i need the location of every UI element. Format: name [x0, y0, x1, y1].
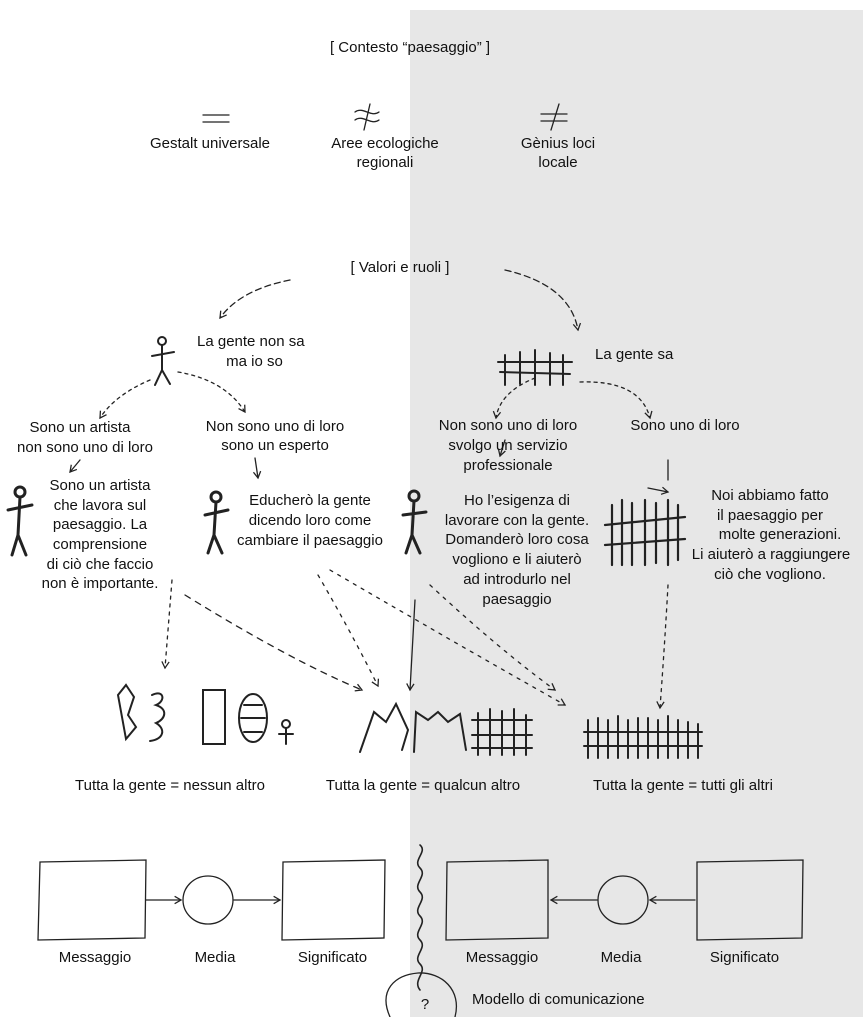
service-statement-4: vogliono e li aiuterò	[452, 551, 582, 568]
insider-statement-2: il paesaggio per	[717, 507, 823, 524]
left-meaning-box	[281, 859, 386, 941]
arrow-to-right-branch	[504, 269, 582, 332]
service-statement-3: Domanderò loro cosa	[445, 531, 589, 548]
role-service-heading-2: svolgo un servizio	[448, 437, 568, 454]
arrow-service-to-group3	[429, 584, 557, 691]
comm-right-message-label: Messaggio	[465, 949, 539, 966]
crowd-figure	[497, 349, 573, 386]
comm-left-meaning-label: Significato	[297, 949, 368, 966]
equals-symbol	[202, 114, 230, 123]
right-branch-label: La gente sa	[595, 346, 674, 363]
group-caption-tutti-gli-altri: Tutta la gente = tutti gli altri	[593, 777, 773, 794]
arrow-to-insider	[579, 381, 653, 420]
service-statement-2: lavorare con la gente.	[444, 512, 590, 529]
arrow-artist-to-group1	[161, 579, 173, 670]
role-expert-heading-1: Non sono uno di loro	[205, 418, 345, 435]
comm-right-meaning-label: Significato	[709, 949, 780, 966]
group-caption-nessun-altro: Tutta la gente = nessun altro	[75, 777, 265, 794]
context-universal-label: Gestalt universale	[149, 135, 271, 152]
group-caption-qualcun-altro: Tutta la gente = qualcun altro	[325, 777, 521, 794]
community-figures	[603, 498, 687, 567]
role-service-heading-1: Non sono uno di loro	[438, 417, 578, 434]
values-title: [ Valori e ruoli ]	[350, 259, 450, 276]
service-figure	[401, 489, 428, 555]
arrow-to-artist	[99, 379, 151, 420]
right-media-circle	[597, 875, 649, 925]
artist-statement-3: paesaggio. La	[52, 516, 148, 533]
group-nessun-altro	[116, 683, 294, 745]
expert-figure	[151, 336, 175, 386]
artist-statement-2: che lavora sul	[53, 497, 147, 514]
role-artist-heading-2: non sono uno di loro	[17, 439, 153, 456]
service-statement-5: ad introdurlo nel	[463, 571, 571, 588]
arrow-to-expert	[177, 371, 246, 414]
question-mark: ?	[420, 996, 430, 1013]
shaded-background	[410, 10, 863, 1017]
insider-statement-5: ciò che vogliono.	[714, 566, 826, 583]
insider-statement-4: Li aiuterò a raggiungere	[691, 546, 851, 563]
artist-statement-4: comprensione	[52, 536, 148, 553]
comm-left-message-label: Messaggio	[58, 949, 132, 966]
insider-statement-3: molte generazioni.	[718, 526, 842, 543]
insider-statement-1: Noi abbiamo fatto	[711, 487, 829, 504]
expert-statement-2: dicendo loro come	[248, 512, 372, 529]
artist-statement-5: di ciò che faccio	[46, 556, 154, 573]
service-statement-6: paesaggio	[482, 591, 552, 608]
communication-model-caption: Modello di comunicazione	[472, 991, 645, 1008]
comm-right-media-label: Media	[600, 949, 642, 966]
arrow-to-left-branch	[219, 279, 291, 320]
arrow-artist-to-group2	[184, 594, 364, 692]
left-branch-line2: ma io so	[226, 353, 283, 370]
role-artist-heading-1: Sono un artista	[29, 419, 131, 436]
arrow-to-service	[492, 377, 536, 420]
arrow-expert-to-group2	[317, 574, 380, 688]
artist-figure	[6, 485, 34, 557]
arrow-service-to-group2	[406, 599, 416, 692]
question-bubble	[385, 972, 458, 1017]
left-message-box	[37, 859, 147, 941]
arrow-expert-to-group3	[329, 569, 567, 706]
context-local-line1: Gènius loci	[520, 135, 596, 152]
context-local-line2: locale	[538, 154, 578, 171]
group-qualcun-altro	[359, 701, 533, 756]
expert-statement-3: cambiare il paesaggio	[237, 532, 383, 549]
role-expert-heading-2: sono un esperto	[221, 437, 329, 454]
arrow-insider-to-group3	[656, 584, 669, 710]
left-media-circle	[182, 875, 234, 925]
service-statement-1: Ho l’esigenza di	[464, 492, 570, 509]
role-insider-heading: Sono uno di loro	[630, 417, 740, 434]
role-service-heading-3: professionale	[463, 457, 553, 474]
context-regional-line1: Aree ecologiche	[331, 135, 439, 152]
right-message-box	[445, 859, 549, 941]
context-title: [ Contesto “paesaggio” ]	[329, 39, 491, 56]
artist-statement-6: non è importante.	[41, 575, 159, 592]
expert-statement-1: Educherò la gente	[249, 492, 371, 509]
not-equal-symbol	[540, 103, 568, 131]
right-meaning-box	[696, 859, 804, 941]
group-tutti-gli-altri	[583, 715, 703, 759]
context-regional-line2: regionali	[356, 154, 414, 171]
expert-figure-2	[203, 490, 230, 555]
squiggle-divider	[416, 844, 424, 991]
artist-statement-1: Sono un artista	[49, 477, 151, 494]
comm-left-media-label: Media	[194, 949, 236, 966]
approx-symbol	[354, 103, 380, 131]
left-branch-line1: La gente non sa	[197, 333, 305, 350]
